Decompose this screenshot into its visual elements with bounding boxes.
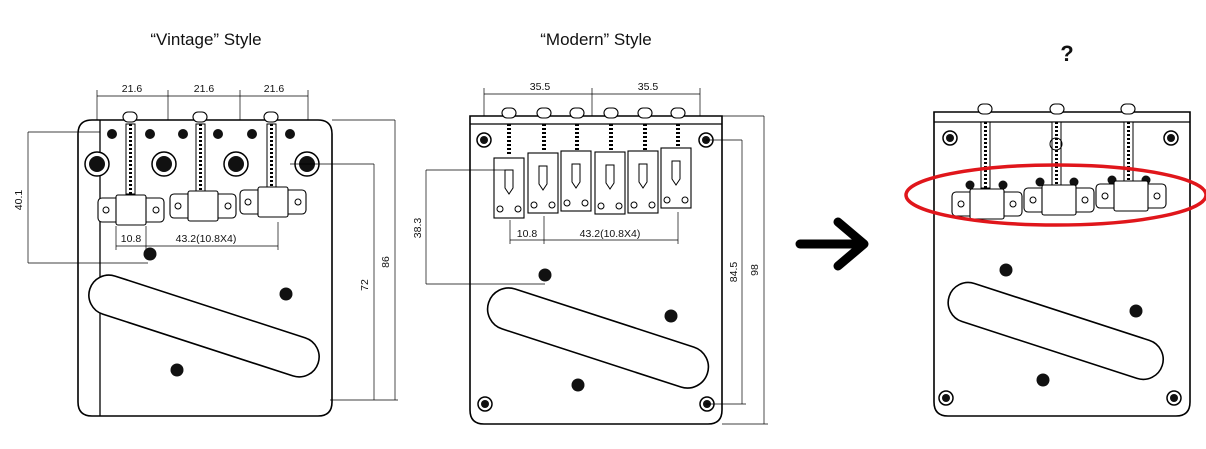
modern-top-dimension: 35.5 35.5 bbox=[483, 81, 701, 116]
vintage-dim-saddle-span: 43.2(10.8X4) bbox=[176, 233, 237, 245]
modern-dim-top-1: 35.5 bbox=[530, 81, 551, 93]
modern-title: “Modern” Style bbox=[540, 30, 651, 49]
modern-dim-outer-height: 98 bbox=[749, 264, 761, 276]
arrow-right-icon bbox=[795, 217, 869, 271]
vintage-left-dimension: 40.1 bbox=[13, 131, 148, 264]
modern-corner-holes bbox=[476, 132, 715, 412]
vintage-dim-outer-height: 86 bbox=[380, 256, 392, 268]
vintage-pickup-holes bbox=[143, 247, 293, 377]
vintage-dim-top-2: 21.6 bbox=[194, 83, 215, 95]
modern-intonation-screws bbox=[507, 124, 680, 156]
unknown-title: ? bbox=[1060, 41, 1073, 66]
vintage-top-dimension: 21.6 21.6 21.6 bbox=[96, 83, 309, 120]
vintage-dim-left-height: 40.1 bbox=[13, 190, 25, 211]
unknown-pickup-holes bbox=[999, 263, 1143, 387]
vintage-small-holes bbox=[107, 129, 295, 139]
unknown-corner-holes bbox=[938, 130, 1182, 406]
vintage-pickup-slot bbox=[88, 274, 320, 378]
vintage-dim-inner-height: 72 bbox=[359, 279, 371, 291]
unknown-eyelets bbox=[977, 103, 1136, 115]
modern-pickup-slot bbox=[486, 287, 710, 389]
vintage-right-dimensions: 72 86 bbox=[290, 119, 398, 401]
unknown-panel: ? bbox=[904, 41, 1206, 417]
modern-dim-saddle-span: 43.2(10.8X4) bbox=[580, 228, 641, 240]
unknown-pickup-slot bbox=[947, 281, 1164, 381]
modern-dim-inner-height: 84.5 bbox=[728, 262, 740, 283]
modern-pickup-holes bbox=[538, 268, 678, 392]
vintage-mount-holes bbox=[84, 151, 320, 177]
vintage-title: “Vintage” Style bbox=[150, 30, 261, 49]
modern-dim-left-height: 38.3 bbox=[412, 218, 424, 239]
modern-panel: “Modern” Style 35.5 35.5 bbox=[412, 30, 768, 425]
modern-dim-saddle-width: 10.8 bbox=[517, 228, 538, 240]
modern-saddles bbox=[493, 147, 692, 219]
highlight-ellipse bbox=[904, 163, 1206, 227]
modern-eyelets bbox=[501, 107, 686, 119]
vintage-dim-top-1: 21.6 bbox=[122, 83, 143, 95]
modern-dim-top-2: 35.5 bbox=[638, 81, 659, 93]
vintage-panel: “Vintage” Style 21.6 21.6 21.6 bbox=[13, 30, 398, 417]
unknown-saddles bbox=[951, 180, 1167, 220]
vintage-eyelets bbox=[122, 111, 279, 123]
vintage-saddle-dimension: 10.8 43.2(10.8X4) bbox=[115, 222, 279, 250]
modern-right-dimensions: 84.5 98 bbox=[706, 115, 768, 425]
vintage-dim-saddle-width: 10.8 bbox=[121, 233, 142, 245]
modern-saddle-dimension: 10.8 43.2(10.8X4) bbox=[509, 212, 679, 244]
vintage-dim-top-3: 21.6 bbox=[264, 83, 285, 95]
vintage-saddles bbox=[97, 186, 307, 226]
modern-left-dimension: 38.3 bbox=[412, 169, 545, 285]
